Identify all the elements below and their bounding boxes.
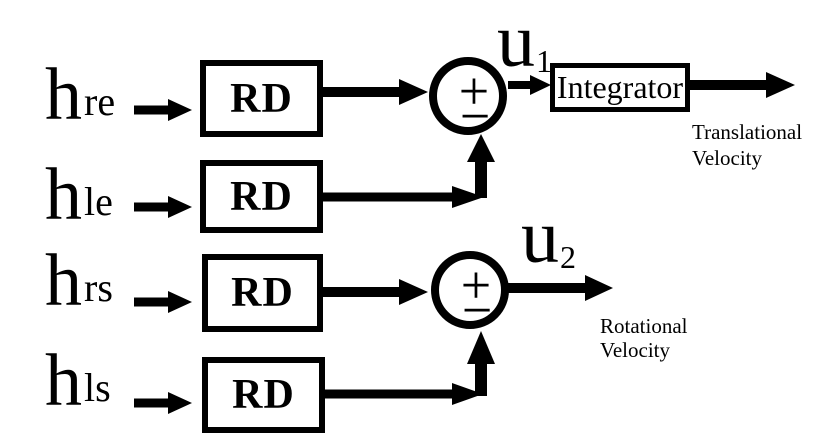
arrow-shaft [322, 192, 453, 202]
plus-sign-icon: + [460, 255, 492, 315]
arrow-shaft [475, 360, 487, 396]
arrow-shaft [475, 158, 487, 198]
arrow-sum2-to-output [508, 275, 613, 301]
arrow-rd4-up-to-sum2 [467, 331, 495, 396]
output-caption-line2: Velocity [692, 146, 762, 170]
arrowhead-icon [467, 134, 495, 162]
sum-junction-2: + − [431, 251, 509, 337]
arrow-input-hre [134, 99, 192, 121]
arrowhead-icon [399, 79, 428, 105]
arrow-shaft [690, 80, 768, 90]
arrowhead-icon [766, 72, 795, 98]
arrowhead-icon [585, 275, 613, 301]
rd-block-3: RD [202, 254, 323, 332]
sum-junction-1: + − [429, 57, 507, 143]
arrow-input-hle [134, 196, 192, 218]
arrow-shaft [324, 389, 453, 399]
arrow-shaft [322, 287, 400, 297]
signal-label-u1-subscript: 1 [536, 43, 552, 79]
integrator-block: Integrator [550, 63, 690, 112]
output-caption-rotational-velocity: Rotational Velocity [600, 314, 688, 362]
arrow-rd2-up-to-sum1 [467, 134, 495, 198]
arrowhead-icon [168, 291, 192, 313]
rd-block-4: RD [202, 357, 325, 433]
signal-label-u2-base: u [521, 195, 559, 279]
arrowhead-icon [452, 383, 483, 405]
output-caption-line2: Velocity [600, 338, 670, 362]
minus-sign-icon: − [461, 280, 493, 340]
arrow-shaft [508, 81, 532, 89]
arrowhead-icon [168, 99, 192, 121]
arrow-input-hls [134, 392, 192, 414]
output-caption-line1: Rotational [600, 314, 688, 338]
rd-block-4-label: RD [232, 372, 295, 418]
rd-block-3-label: RD [231, 270, 294, 316]
arrowhead-icon [399, 279, 428, 305]
output-caption-translational-velocity: Translational Velocity [692, 119, 802, 171]
rd-block-1-label: RD [230, 75, 293, 122]
arrow-integrator-to-output [690, 72, 795, 98]
input-label-hre-base: h [45, 54, 82, 136]
arrowhead-icon [530, 75, 551, 95]
arrowhead-icon [168, 392, 192, 414]
arrow-rd3-to-sum2 [322, 279, 428, 305]
arrow-shaft [508, 283, 586, 293]
plus-sign-icon: + [458, 61, 490, 121]
minus-sign-icon: − [459, 86, 491, 146]
input-label-hre-subscript: re [84, 79, 116, 124]
arrow-shaft [134, 398, 170, 408]
rd-block-2: RD [200, 160, 323, 233]
input-label-hrs-subscript: rs [84, 265, 113, 310]
signal-label-u1-base: u [497, 0, 535, 83]
output-caption-line1: Translational [692, 120, 803, 144]
rd-block-2-label: RD [230, 173, 293, 220]
input-label-hls-base: h [45, 340, 82, 422]
arrowhead-icon [467, 331, 495, 364]
signal-label-u2-subscript: 2 [560, 239, 576, 275]
arrow-shaft [134, 297, 170, 307]
arrow-rd4-line [324, 383, 483, 405]
arrow-sum1-to-integrator [508, 75, 551, 95]
input-label-hls-subscript: ls [84, 365, 111, 410]
arrow-shaft [134, 202, 170, 212]
arrowhead-icon [452, 186, 484, 208]
arrow-rd1-to-sum1 [322, 79, 428, 105]
arrow-shaft [134, 105, 170, 115]
input-label-hle-subscript: le [84, 179, 113, 224]
rd-block-1: RD [200, 60, 323, 137]
arrow-rd2-line [322, 186, 484, 208]
input-label-hle-base: h [45, 154, 82, 236]
arrow-shaft [322, 87, 400, 97]
arrowhead-icon [168, 196, 192, 218]
arrow-input-hrs [134, 291, 192, 313]
input-label-hrs-base: h [45, 240, 82, 322]
integrator-label: Integrator [556, 69, 684, 105]
